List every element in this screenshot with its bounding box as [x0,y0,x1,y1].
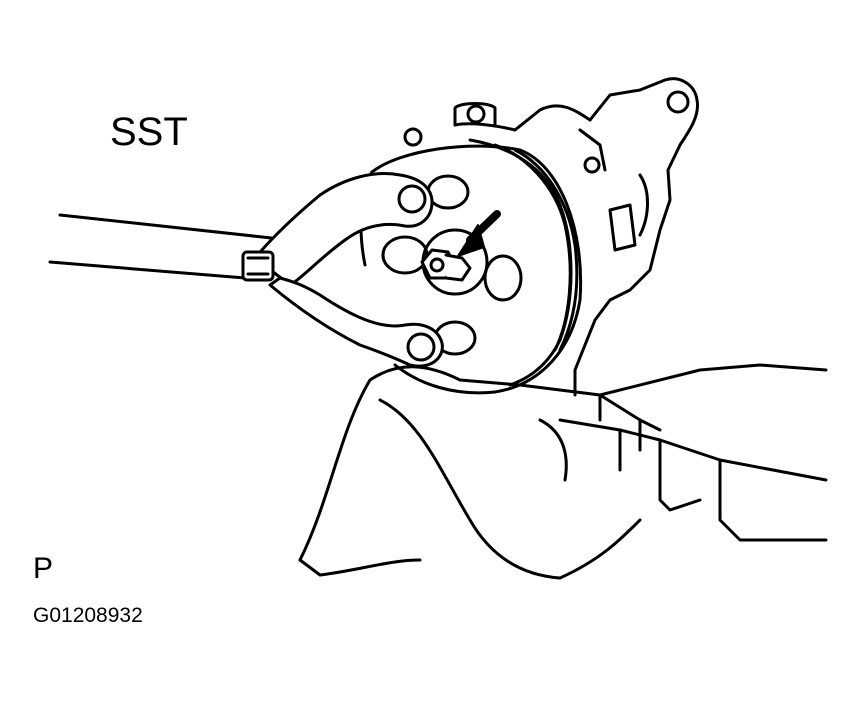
arrow-icon [457,210,501,257]
nut-icon [420,248,472,282]
bracket-icon [298,363,828,580]
view-label: P [33,552,54,585]
special-service-tool-icon [48,172,444,368]
figure-code: G01208932 [33,604,143,627]
tool-label: SST [110,110,188,154]
pump-housing-icon [403,77,700,397]
